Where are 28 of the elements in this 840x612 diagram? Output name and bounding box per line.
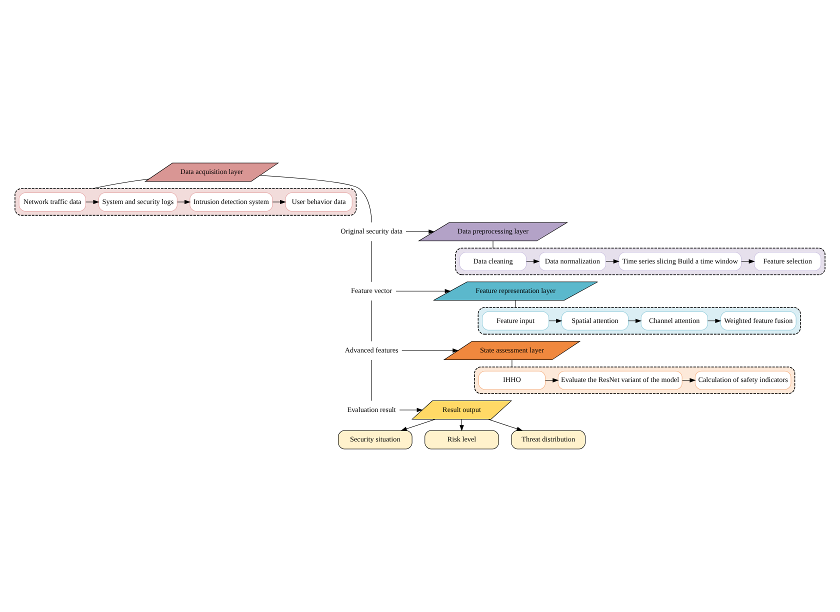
arrow xyxy=(488,419,523,431)
arrow xyxy=(526,259,540,264)
cluster xyxy=(14,188,357,216)
arrow xyxy=(707,318,722,323)
arrow xyxy=(460,419,464,432)
arrow xyxy=(86,200,100,204)
cluster xyxy=(455,248,826,276)
arrow xyxy=(396,289,451,294)
connector xyxy=(515,300,516,308)
connector xyxy=(92,178,150,189)
connector xyxy=(260,175,372,223)
arrow xyxy=(177,200,191,204)
arrow xyxy=(606,259,620,264)
arrow xyxy=(400,419,436,431)
cluster xyxy=(474,366,796,394)
cluster xyxy=(478,307,801,335)
arrow xyxy=(741,259,755,264)
arrow xyxy=(402,348,459,353)
arrow xyxy=(545,378,559,382)
connector xyxy=(492,240,494,248)
arrow xyxy=(399,408,423,412)
arrow xyxy=(406,230,435,234)
connector xyxy=(371,240,372,282)
connector xyxy=(371,360,372,401)
arrow xyxy=(272,200,286,204)
arrow xyxy=(548,318,562,323)
arrow xyxy=(628,318,642,323)
connector xyxy=(371,300,372,342)
